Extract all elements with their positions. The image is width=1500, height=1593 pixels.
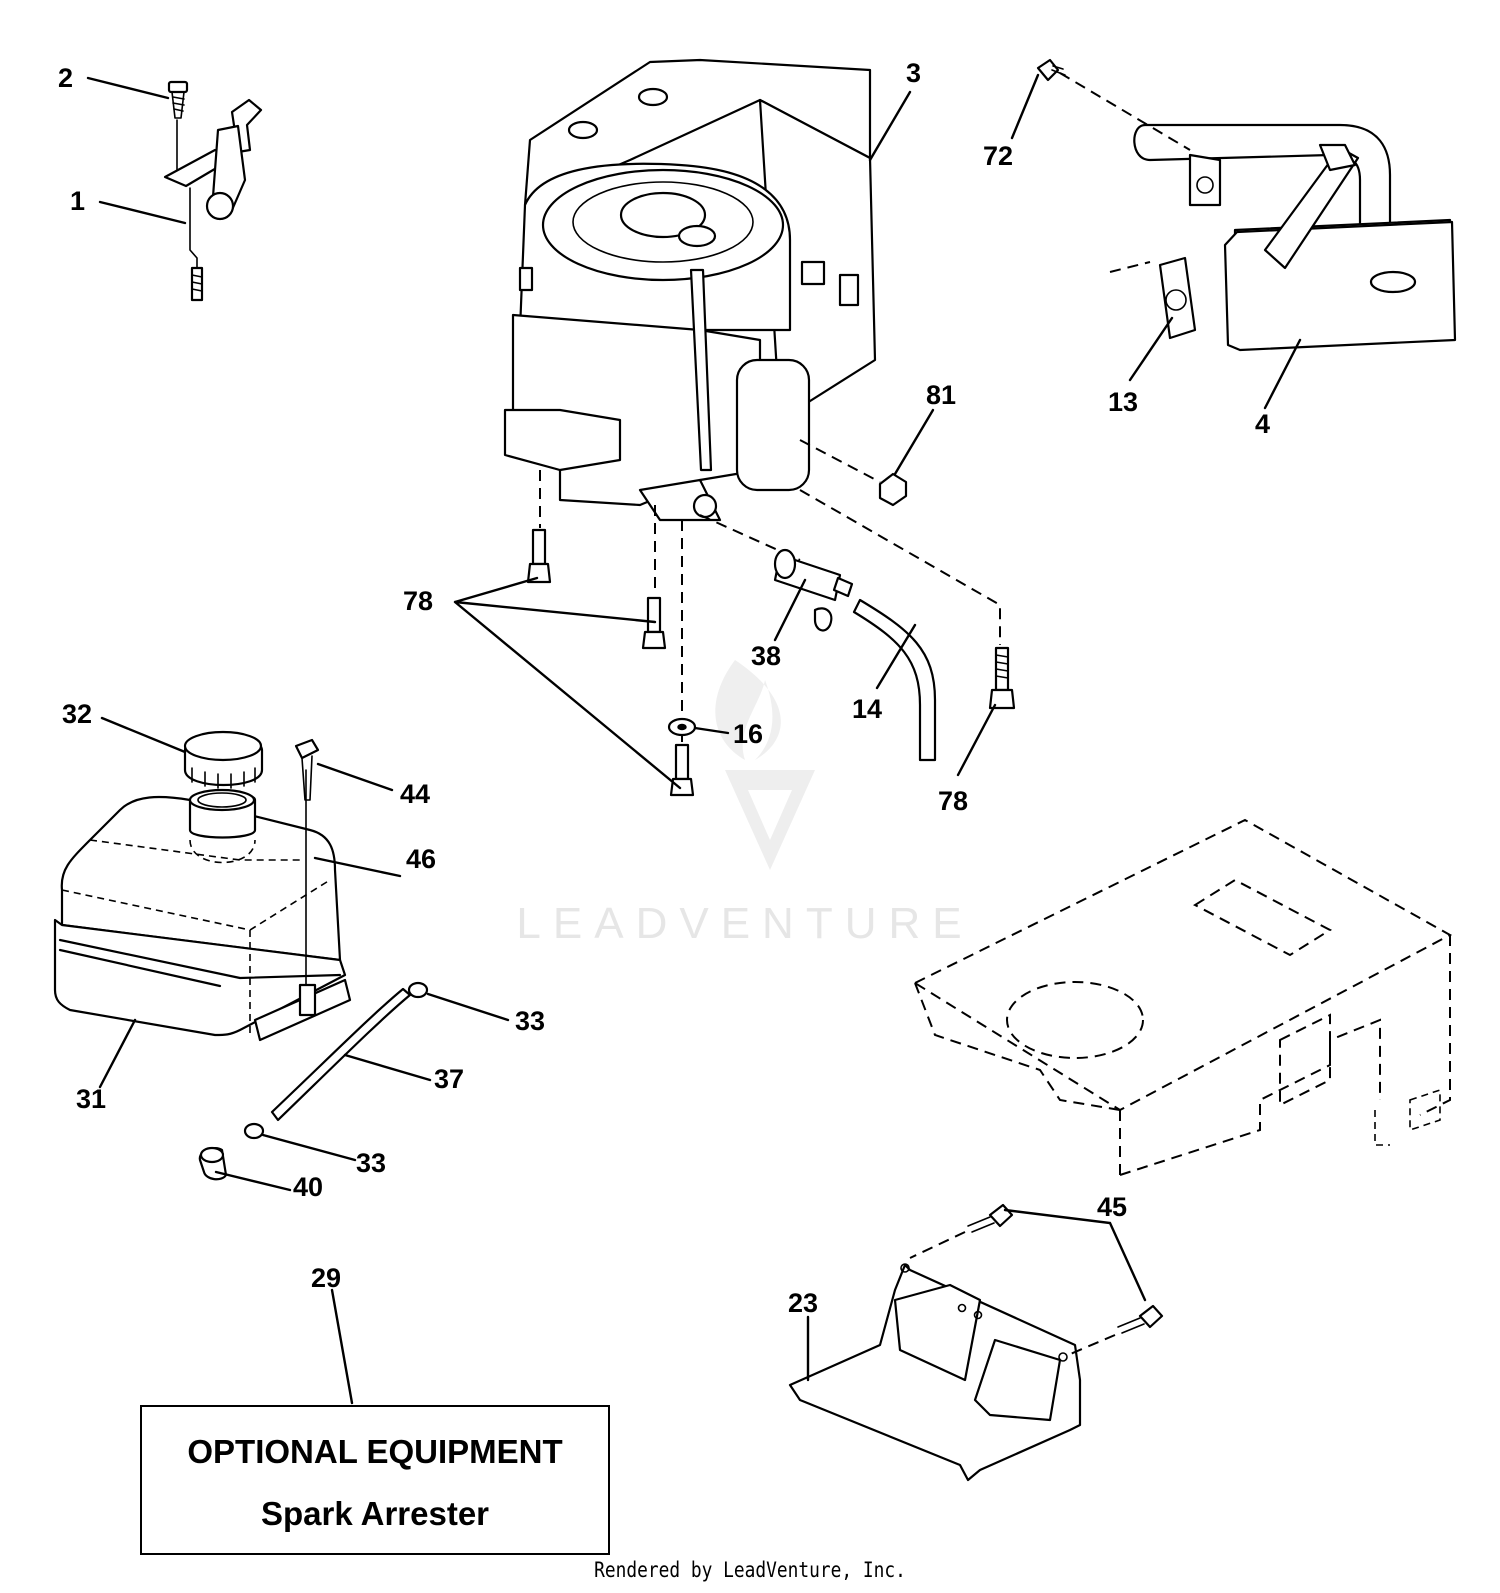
- callout-3: 3: [906, 58, 921, 88]
- callout-14: 14: [852, 694, 882, 724]
- callout-32: 32: [62, 699, 92, 729]
- leader-lines: [86, 73, 1302, 1405]
- callout-45: 45: [1097, 1192, 1127, 1222]
- callout-33-lower: 33: [356, 1148, 386, 1178]
- callout-38: 38: [751, 641, 781, 671]
- clamp-part-33-lower[interactable]: [243, 1122, 265, 1140]
- callout-23: 23: [788, 1288, 818, 1318]
- fuel-line-part[interactable]: [270, 987, 412, 1122]
- fuel-cap-part[interactable]: [183, 730, 264, 789]
- mounting-frame: [912, 818, 1453, 1176]
- callout-37: 37: [434, 1064, 464, 1094]
- callout-44: 44: [400, 779, 430, 809]
- callout-4: 4: [1255, 409, 1270, 439]
- bolt-part-78[interactable]: [526, 470, 1016, 797]
- callout-33-upper: 33: [515, 1006, 545, 1036]
- callout-31: 31: [76, 1084, 106, 1114]
- screw-part-44[interactable]: [294, 738, 320, 801]
- fuel-tank-part[interactable]: [53, 788, 352, 1042]
- clamp-part-33-upper[interactable]: [407, 981, 429, 999]
- callout-1: 1: [70, 186, 85, 216]
- throttle-control-part[interactable]: [163, 80, 263, 302]
- callout-labels: 2 1 3 72 13 4 81 78 38 14 16 78 32 44 46…: [58, 58, 1270, 1318]
- optional-equipment-title: OPTIONAL EQUIPMENT: [187, 1433, 563, 1470]
- spark-arrester-shield-part[interactable]: [788, 1263, 1082, 1482]
- callout-72: 72: [983, 141, 1013, 171]
- callout-81: 81: [926, 380, 956, 410]
- washer-part-16[interactable]: [667, 717, 697, 737]
- callout-78-right: 78: [938, 786, 968, 816]
- callout-29: 29: [311, 1263, 341, 1293]
- callout-46: 46: [406, 844, 436, 874]
- callout-78-left: 78: [403, 586, 433, 616]
- nut-part-81[interactable]: [799, 439, 908, 507]
- watermark: LEADVENTURE: [516, 660, 973, 948]
- bushing-part-40[interactable]: [198, 1146, 228, 1181]
- fuel-hose-part[interactable]: [852, 598, 937, 762]
- callout-16: 16: [733, 719, 763, 749]
- watermark-text: LEADVENTURE: [516, 899, 973, 948]
- fuel-filter-part[interactable]: [773, 548, 854, 632]
- callout-40: 40: [293, 1172, 323, 1202]
- screw-part-45[interactable]: [909, 1203, 1164, 1356]
- callout-13: 13: [1108, 387, 1138, 417]
- muffler-part[interactable]: [1036, 58, 1457, 352]
- spark-arrester-label: Spark Arrester: [260, 1495, 490, 1532]
- callout-2: 2: [58, 63, 73, 93]
- optional-equipment-box: OPTIONAL EQUIPMENT Spark Arrester: [140, 1405, 610, 1555]
- engine-part[interactable]: [503, 58, 877, 522]
- footer-credit: Rendered by LeadVenture, Inc.: [594, 1558, 906, 1582]
